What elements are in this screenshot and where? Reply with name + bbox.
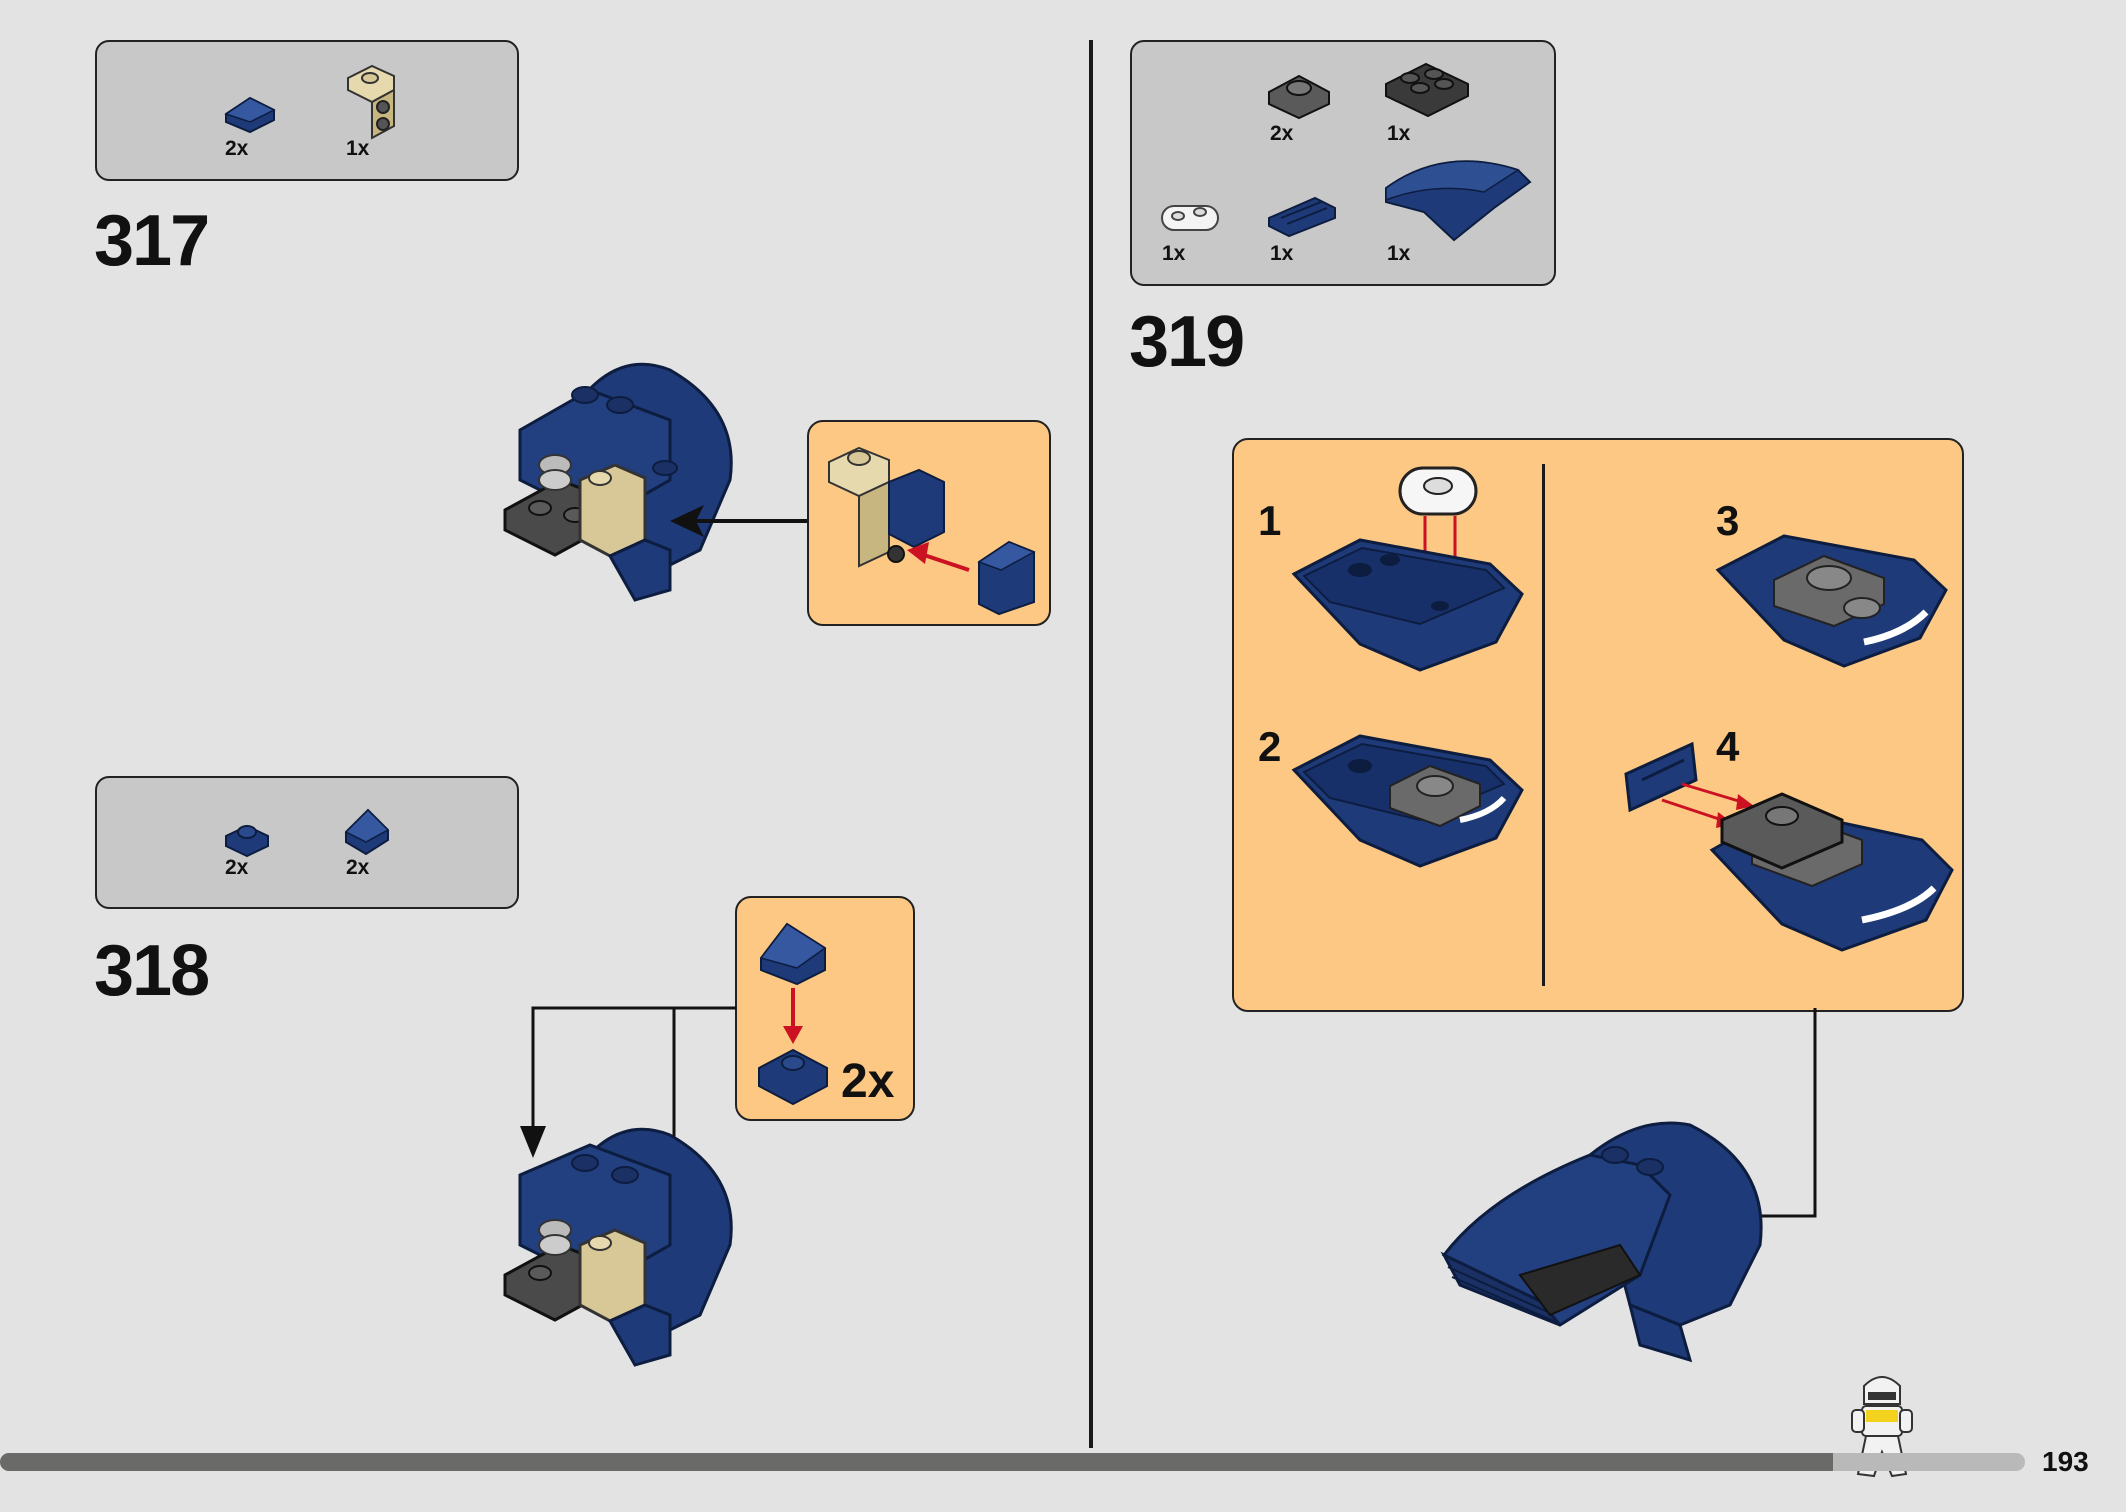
- callout-quantity: 2x: [841, 1055, 895, 1108]
- step-number-317: 317: [94, 201, 210, 281]
- substep-number: 3: [1716, 497, 1740, 544]
- parts-list-318: 2x 2x: [95, 776, 519, 909]
- part-qty: 1x: [346, 137, 370, 160]
- dark-blue-slope-icon: [224, 96, 276, 134]
- bracket-slope-assembly: [828, 446, 1036, 616]
- progress-bar-fill: [0, 1453, 1833, 1471]
- page-number: 193: [2042, 1446, 2089, 1477]
- substep-number: 1: [1258, 497, 1282, 544]
- part-qty: 1x: [1270, 242, 1294, 265]
- part-qty: 1x: [1387, 122, 1411, 145]
- part-qty: 2x: [346, 856, 370, 879]
- step-number-318: 318: [94, 931, 210, 1011]
- dark-blue-tile-icon: [1268, 196, 1336, 238]
- progress-bar: [0, 1453, 2025, 1471]
- tan-bracket-icon: [347, 64, 395, 140]
- callout-divider: [1542, 464, 1545, 986]
- callout-319-subassembly: 1 2 3 4: [1232, 438, 1964, 1012]
- model-assembly-317: [503, 362, 733, 602]
- connection-arrow: [670, 505, 808, 537]
- substep-1-illustration: [1291, 466, 1524, 672]
- slope-on-plate-assembly: [758, 922, 828, 1106]
- part-qty: 1x: [1162, 242, 1186, 265]
- parts-list-319: 2x 1x 1x 1x 1x: [1130, 40, 1556, 286]
- substep-2-illustration: [1291, 734, 1524, 868]
- page-divider: [1089, 40, 1093, 1448]
- step-number-319: 319: [1129, 302, 1245, 382]
- parts-list-317: 2x 1x: [95, 40, 519, 181]
- model-assembly-319: [1440, 1121, 1763, 1363]
- model-assembly-318: [503, 1127, 733, 1367]
- dark-blue-curved-wedge-icon: [1385, 160, 1532, 242]
- substep-number: 4: [1716, 723, 1740, 770]
- substep-3-illustration: [1715, 534, 1948, 668]
- substep-number: 2: [1258, 723, 1282, 770]
- callout-318: 2x: [735, 896, 915, 1121]
- callout-317: [807, 420, 1051, 626]
- part-qty: 2x: [225, 137, 249, 160]
- dark-blue-slope-icon: [344, 808, 390, 856]
- part-qty: 2x: [225, 856, 249, 879]
- white-plate-1x2-icon: [1161, 205, 1219, 231]
- part-qty: 2x: [1270, 122, 1294, 145]
- substep-4-illustration: [1624, 741, 1954, 952]
- dark-blue-round-plate-icon: [225, 824, 269, 858]
- gray-round-plate-icon: [1268, 74, 1330, 120]
- part-qty: 1x: [1387, 242, 1411, 265]
- black-plate-2x2-icon: [1385, 62, 1469, 118]
